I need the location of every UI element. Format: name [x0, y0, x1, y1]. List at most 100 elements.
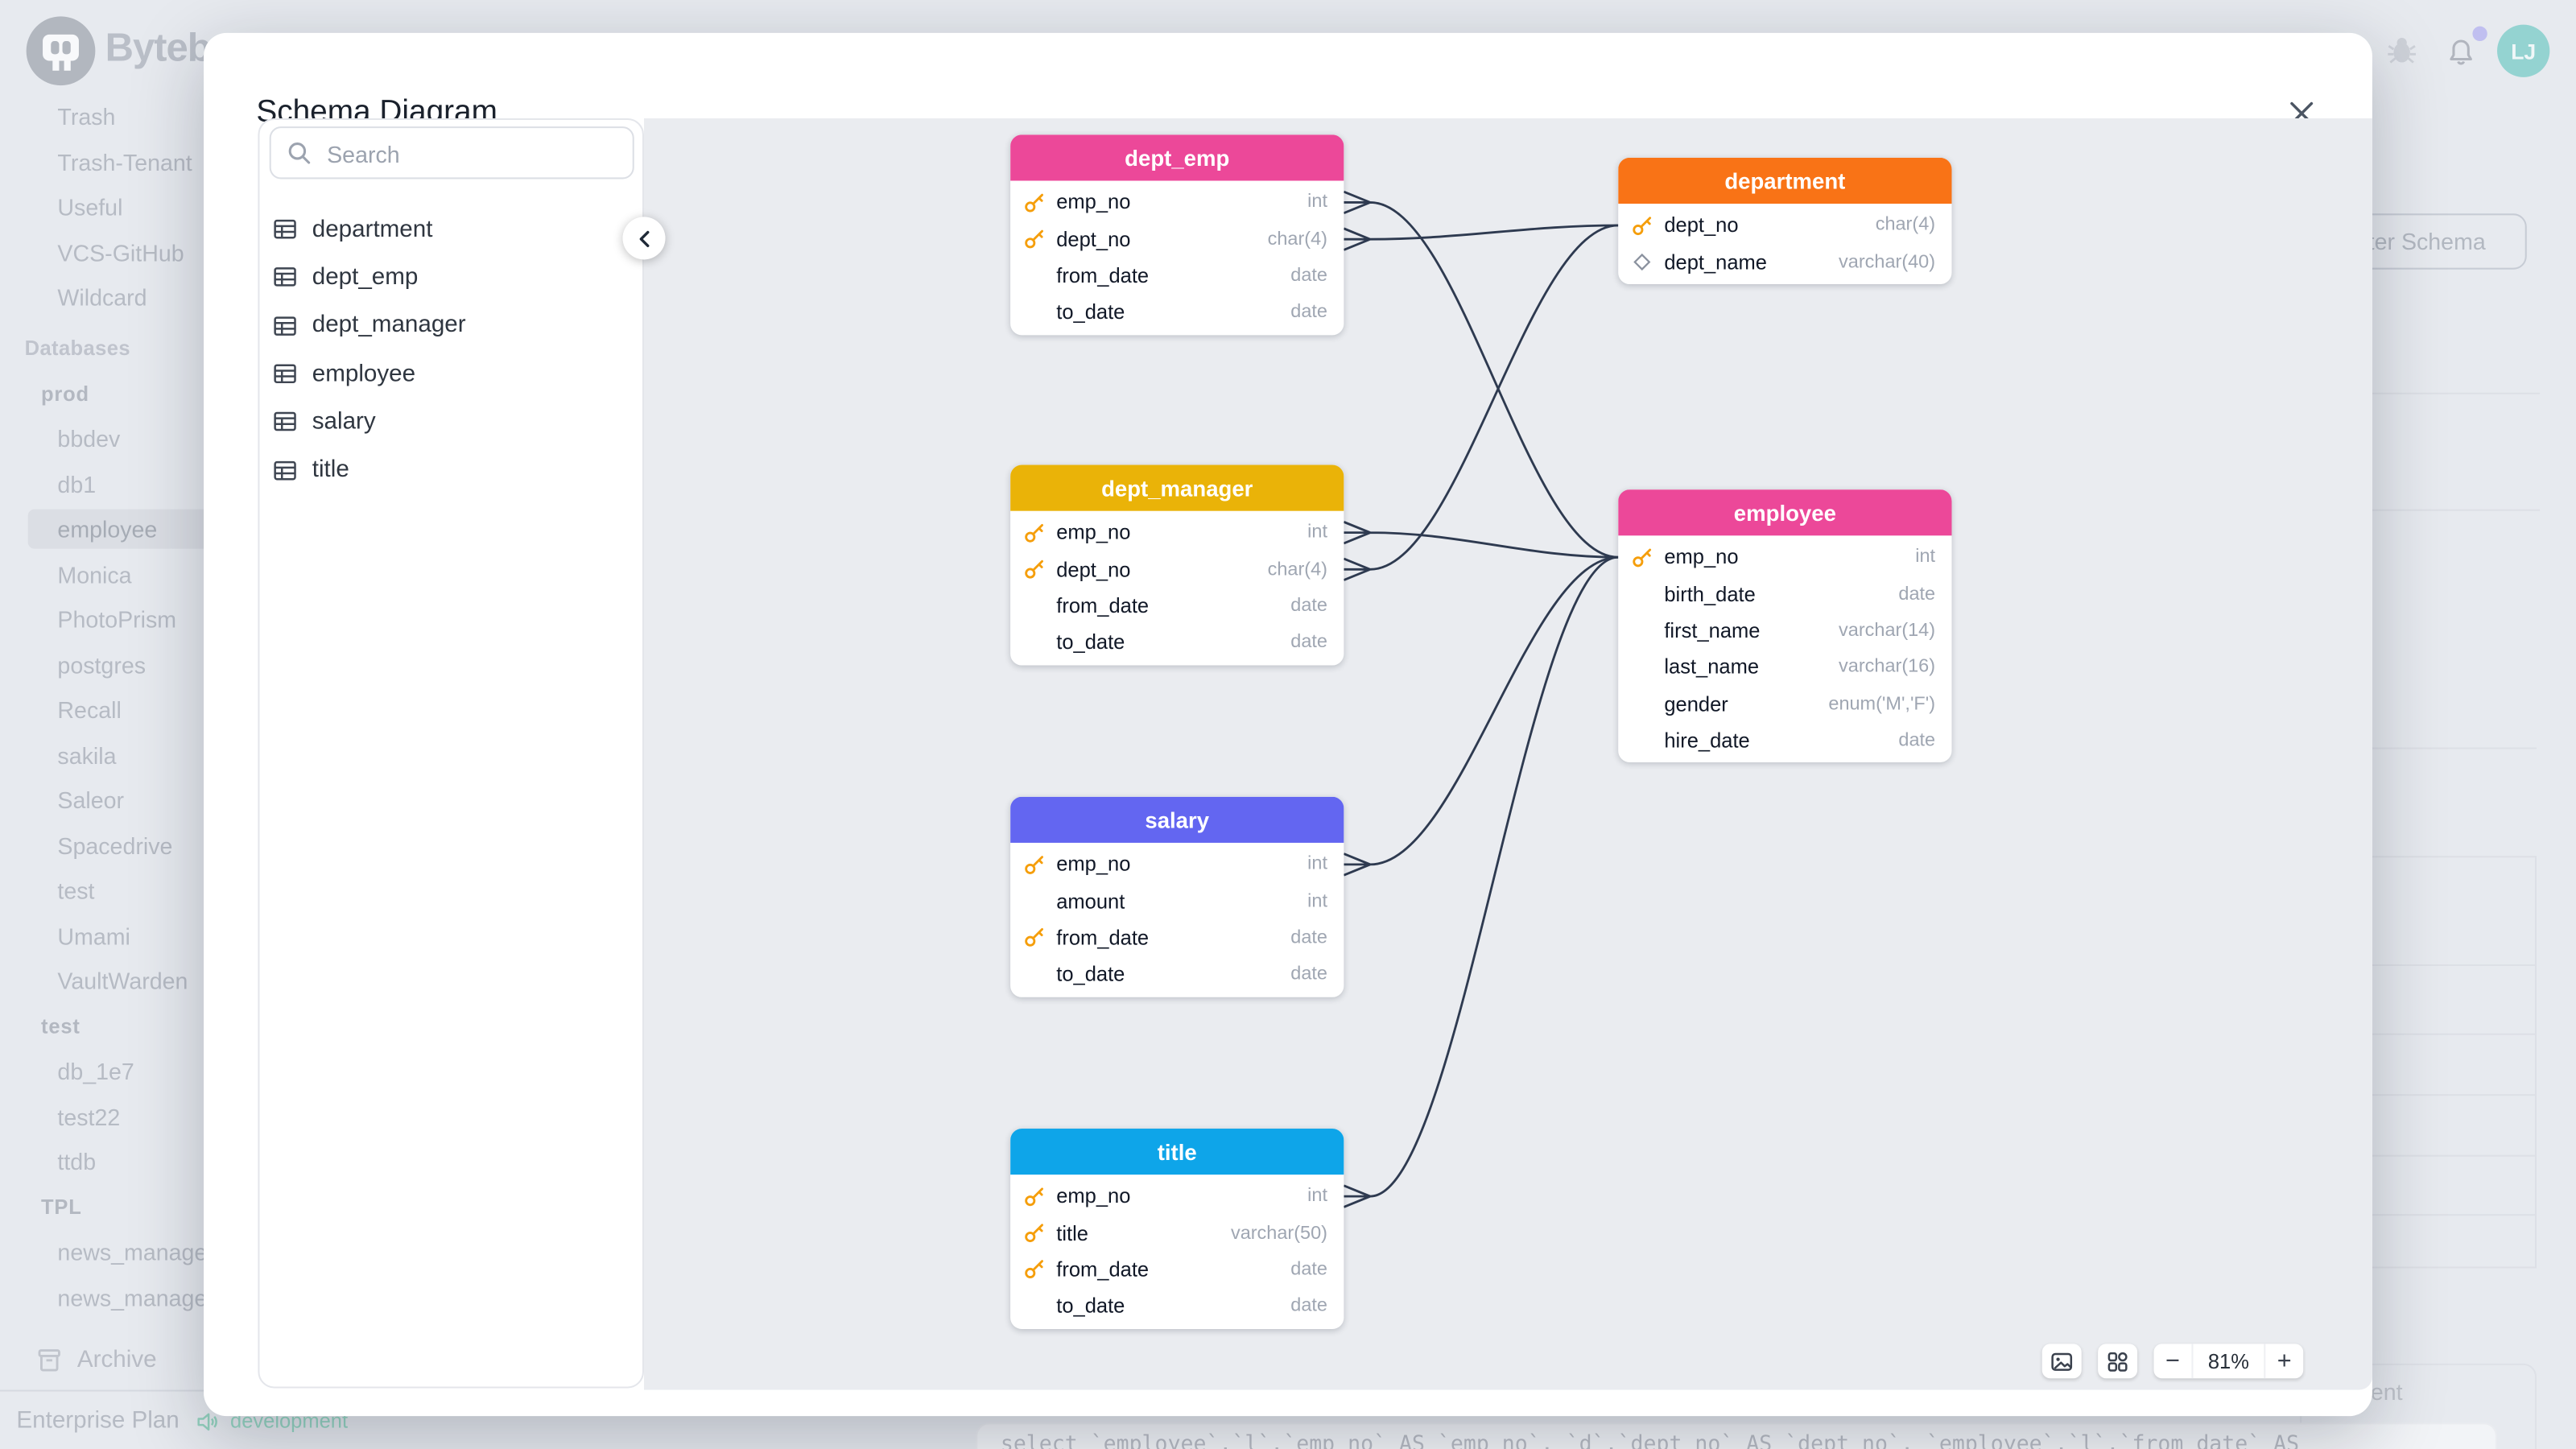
field-type: date: [1898, 584, 1936, 605]
table-list-label: title: [312, 456, 349, 484]
zoom-out-button[interactable]: −: [2165, 1347, 2180, 1376]
image-icon: [2051, 1352, 2073, 1370]
field-type: varchar(14): [1839, 621, 1936, 641]
field-name: emp_no: [1056, 852, 1131, 877]
field-name: from_date: [1056, 594, 1150, 618]
relationship-edge: [1343, 224, 1619, 251]
auto-layout-button[interactable]: [2098, 1344, 2138, 1379]
primary-key-icon: [1024, 1261, 1042, 1279]
diagram-table-dept_manager[interactable]: dept_manager emp_no int dept_no char(4) from_…: [1010, 464, 1344, 665]
field-row-emp_no: emp_no int: [1618, 539, 1951, 576]
collapse-panel-button[interactable]: [622, 217, 666, 260]
table-icon: [274, 364, 296, 384]
primary-key-icon: [1024, 1224, 1042, 1243]
field-type: int: [1915, 547, 1936, 568]
field-row-from_date: from_date date: [1010, 919, 1344, 956]
zoom-level: 81%: [2191, 1344, 2266, 1379]
zoom-control: − 81% +: [2153, 1344, 2304, 1379]
table-header: employee: [1618, 489, 1952, 536]
field-name: dept_no: [1664, 213, 1739, 237]
table-list-label: dept_emp: [312, 264, 419, 291]
zoom-in-button[interactable]: +: [2277, 1347, 2292, 1376]
field-type: varchar(40): [1839, 252, 1936, 272]
export-image-button[interactable]: [2041, 1344, 2082, 1379]
primary-key-icon: [1024, 1187, 1042, 1206]
table-header: dept_emp: [1010, 134, 1344, 181]
field-row-title: title varchar(50): [1010, 1215, 1344, 1252]
search-input[interactable]: [324, 128, 633, 181]
primary-key-icon: [1024, 193, 1042, 212]
field-type: date: [1290, 303, 1327, 323]
field-name: birth_date: [1664, 582, 1756, 606]
table-list-item-dept_emp[interactable]: dept_emp: [259, 254, 642, 302]
diagram-table-employee[interactable]: employee emp_no int birth_date date first_nam…: [1618, 489, 1952, 763]
field-name: to_date: [1056, 963, 1125, 987]
field-name: dept_no: [1056, 558, 1131, 581]
field-name: first_name: [1664, 619, 1761, 642]
chevron-left-icon: [638, 229, 649, 247]
search-box: [269, 126, 634, 181]
field-type: int: [1307, 1186, 1327, 1207]
field-type: char(4): [1267, 559, 1327, 580]
field-type: date: [1290, 927, 1327, 948]
relationship-edge: [1343, 190, 1619, 559]
field-row-to_date: to_date date: [1010, 295, 1344, 332]
field-type: char(4): [1875, 215, 1936, 236]
table-list-label: dept_manager: [312, 312, 466, 339]
table-body: dept_no char(4) dept_name varchar(40): [1618, 204, 1951, 284]
field-name: from_date: [1056, 1258, 1150, 1282]
table-list-item-employee[interactable]: employee: [259, 349, 642, 398]
field-name: emp_no: [1664, 545, 1739, 569]
field-name: dept_name: [1664, 250, 1768, 274]
table-list-item-dept_manager[interactable]: dept_manager: [259, 302, 642, 350]
diagram-table-department[interactable]: department dept_no char(4) dept_name varchar…: [1618, 157, 1952, 284]
field-type: int: [1307, 522, 1327, 543]
table-icon: [274, 268, 296, 287]
field-type: date: [1290, 266, 1327, 287]
table-icon: [274, 460, 296, 480]
table-list-item-salary[interactable]: salary: [259, 398, 642, 446]
field-type: enum('M','F'): [1828, 694, 1936, 715]
primary-key-icon: [1632, 216, 1651, 235]
unique-key-icon: [1633, 254, 1650, 271]
field-name: title: [1056, 1221, 1088, 1245]
table-list-panel: department dept_emp dept_manager employeesa…: [258, 118, 644, 1389]
field-name: emp_no: [1056, 521, 1131, 544]
field-row-dept_no: dept_no char(4): [1010, 551, 1344, 588]
field-type: int: [1307, 854, 1327, 875]
table-header: dept_manager: [1010, 464, 1344, 511]
field-type: int: [1307, 192, 1327, 213]
field-name: from_date: [1056, 926, 1150, 950]
field-type: char(4): [1267, 229, 1327, 250]
primary-key-icon: [1024, 855, 1042, 874]
field-name: emp_no: [1056, 191, 1131, 214]
primary-key-icon: [1024, 560, 1042, 579]
field-row-birth_date: birth_date date: [1618, 576, 1951, 613]
field-type: varchar(50): [1230, 1223, 1327, 1244]
field-name: to_date: [1056, 301, 1125, 324]
table-list-item-title[interactable]: title: [259, 446, 642, 494]
field-row-emp_no: emp_no int: [1010, 514, 1344, 551]
primary-key-icon: [1024, 229, 1042, 249]
table-list-item-department[interactable]: department: [259, 205, 642, 254]
table-header: department: [1618, 157, 1952, 204]
layout-grid-icon: [2107, 1351, 2128, 1371]
field-name: to_date: [1056, 631, 1125, 654]
